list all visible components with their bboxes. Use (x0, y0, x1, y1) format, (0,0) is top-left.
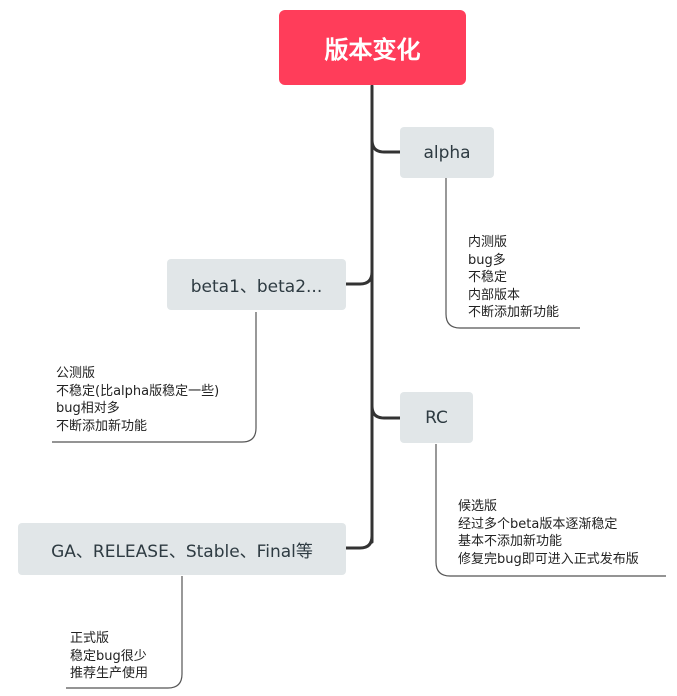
note-ga-line: 正式版 (70, 631, 110, 646)
node-ga[interactable]: GA、RELEASE、Stable、Final等 (18, 523, 346, 575)
note-beta-line: 不断添加新功能 (56, 418, 148, 434)
note-alpha-line: bug多 (468, 252, 506, 268)
node-alpha-label: alpha (423, 142, 471, 163)
node-rc-label: RC (425, 407, 448, 428)
note-line-beta (52, 312, 257, 443)
root-node[interactable]: 版本变化 (279, 10, 466, 85)
note-line-ga (66, 576, 183, 689)
root-label: 版本变化 (324, 36, 421, 64)
node-beta[interactable]: beta1、beta2... (167, 259, 346, 310)
connector-ga (344, 534, 374, 550)
note-rc-line: 候选版 (458, 499, 498, 514)
note-rc-line: 经过多个beta版本逐渐稳定 (458, 516, 618, 532)
node-alpha[interactable]: alpha (400, 127, 494, 178)
node-ga-label: GA、RELEASE、Stable、Final等 (51, 541, 313, 562)
note-alpha: 内测版 bug多 不稳定 内部版本 不断添加新功能 (468, 234, 559, 322)
note-rc: 候选版 经过多个beta版本逐渐稳定 基本不添加新功能 修复完bug即可进入正式… (458, 498, 639, 568)
connector-rc (370, 404, 402, 420)
note-line-alpha (445, 178, 580, 329)
node-beta-label: beta1、beta2... (190, 277, 323, 297)
note-rc-line: 修复完bug即可进入正式发布版 (458, 551, 639, 567)
note-alpha-line: 内测版 (468, 235, 508, 250)
note-ga-line: 稳定bug很少 (70, 648, 147, 664)
note-alpha-line: 不稳定 (468, 270, 508, 285)
note-beta-line: bug相对多 (56, 401, 120, 416)
connector-alpha (370, 138, 402, 154)
node-rc[interactable]: RC (400, 392, 473, 443)
note-alpha-line: 不断添加新功能 (468, 305, 560, 320)
note-beta-line: 公测版 (56, 366, 96, 381)
connector-beta (344, 270, 374, 286)
note-beta: 公测版 不稳定(比alpha版稳定一些) bug相对多 不断添加新功能 (56, 365, 219, 435)
note-ga-line: 推荐生产使用 (70, 666, 149, 681)
note-rc-line: 基本不添加新功能 (458, 534, 563, 549)
note-ga: 正式版 稳定bug很少 推荐生产使用 (70, 630, 148, 683)
note-alpha-line: 内部版本 (468, 287, 521, 303)
note-beta-line: 不稳定(比alpha版稳定一些) (56, 383, 220, 399)
note-line-rc (435, 444, 666, 577)
